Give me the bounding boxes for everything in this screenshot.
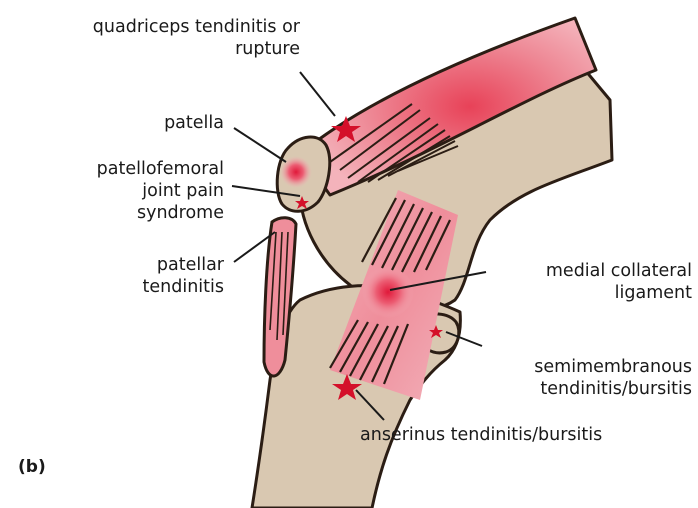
patella-label-text: patella	[100, 112, 224, 134]
anserinus-label: anserinus tendinitis/bursitis	[360, 424, 602, 446]
patellar-label: patellar tendinitis	[80, 254, 224, 298]
semimembranous-label-line-2: tendinitis/bursitis	[470, 378, 692, 400]
mcl-pain-spot	[362, 266, 414, 318]
panel-label: (b)	[18, 456, 46, 478]
semimembranous-label: semimembranous tendinitis/bursitis	[470, 356, 692, 400]
patella-label: patella	[100, 112, 224, 134]
patellofemoral-label-line-2: joint pain	[60, 180, 224, 202]
quadriceps-label-line-1: quadriceps tendinitis or	[10, 16, 300, 38]
patellofemoral-label-line-3: syndrome	[60, 202, 224, 224]
patellofemoral-label-line-1: patellofemoral	[60, 158, 224, 180]
patellar-label-line-2: tendinitis	[80, 276, 224, 298]
medial-collateral-label-line-1: medial collateral	[480, 260, 692, 282]
semimembranous-label-line-1: semimembranous	[470, 356, 692, 378]
anserinus-label-text: anserinus tendinitis/bursitis	[360, 424, 602, 446]
medial-collateral-label: medial collateral ligament	[480, 260, 692, 304]
patellofemoral-label: patellofemoral joint pain syndrome	[60, 158, 224, 224]
medial-collateral-label-line-2: ligament	[480, 282, 692, 304]
patellar-label-line-1: patellar	[80, 254, 224, 276]
panel-label-text: (b)	[18, 456, 46, 478]
quadriceps-label-line-2: rupture	[10, 38, 300, 60]
quadriceps-label: quadriceps tendinitis or rupture	[10, 16, 300, 60]
